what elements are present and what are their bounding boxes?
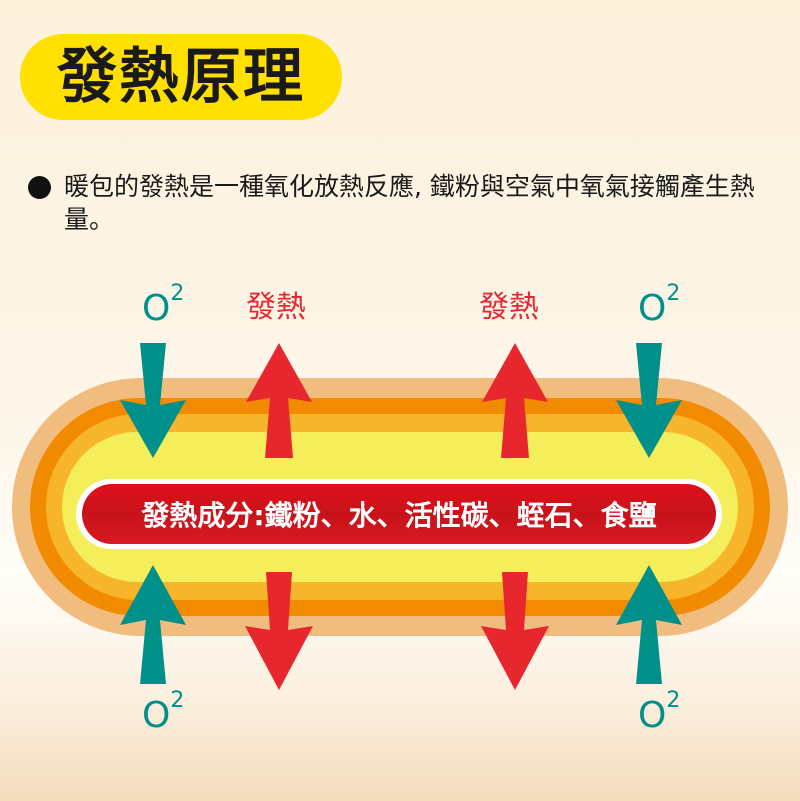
heat-label-right: 發熱 <box>479 290 539 325</box>
intro-text: 暖包的發熱是一種氧化放熱反應, 鐵粉與空氣中氧氣接觸產生熱量。 <box>64 172 755 234</box>
heat-label-left: 發熱 <box>246 290 306 325</box>
ingredient-pill <box>82 484 716 544</box>
oxygen-arrow-down-right-icon <box>616 343 682 458</box>
heat-arrow-down-left-icon <box>245 572 313 690</box>
page-title: 發熱原理 <box>57 42 305 112</box>
oxygen-label-top-right: O2 <box>638 281 680 329</box>
heat-arrow-up-left-icon <box>246 343 312 458</box>
title-badge: 發熱原理 <box>20 34 342 120</box>
oxygen-label-bottom-right: O2 <box>638 688 680 736</box>
heat-arrow-up-right-icon <box>482 343 548 458</box>
intro-paragraph: 暖包的發熱是一種氧化放熱反應, 鐵粉與空氣中氧氣接觸產生熱量。 <box>28 170 778 236</box>
bullet-dot-icon <box>28 176 51 199</box>
ingredients-text: 發熱成分:鐵粉、水、活性碳、蛭石、食鹽 <box>140 499 656 532</box>
oxygen-arrow-up-right-icon <box>616 565 682 684</box>
oxygen-arrow-down-left-icon <box>120 343 186 458</box>
oxygen-label-bottom-left: O2 <box>142 688 184 736</box>
heat-arrow-down-right-icon <box>481 572 549 690</box>
oxygen-label-top-left: O2 <box>142 281 184 329</box>
oxygen-arrow-up-left-icon <box>120 565 186 684</box>
